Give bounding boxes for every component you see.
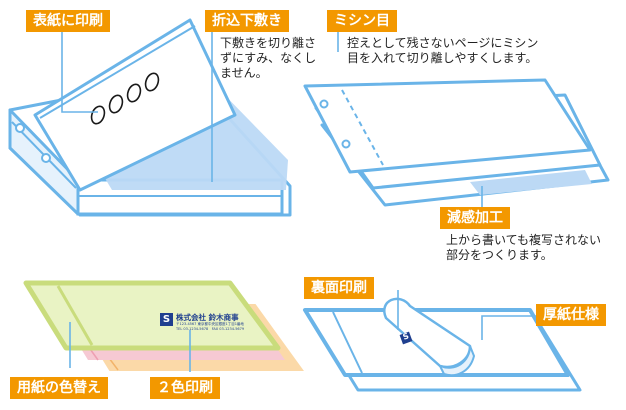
- cover-print-mark-3: [126, 83, 142, 103]
- paper-color-label: 用紙の色替え: [10, 377, 108, 399]
- sheet-hole-top: [319, 99, 329, 109]
- thick-paper-label: 厚紙仕様: [536, 304, 606, 326]
- reduced-sensitivity-description: 上から書いても複写されない 部分をつくります。: [446, 233, 602, 262]
- perforated-sheet: [303, 78, 592, 174]
- paper-color-illustration: [23, 280, 304, 371]
- back-print-logo-box: [399, 331, 413, 345]
- reduced-sensitivity-area: [470, 170, 592, 195]
- perforation-description: 控えとして残さないページにミシン 目を入れて切り離しやすくします。: [347, 36, 539, 65]
- reduced-sensitivity-label: 減感加工: [440, 207, 510, 229]
- stamp-address: 〒123-4567 東京都中央区銀座1丁目1番地: [176, 322, 244, 326]
- stamp-phone: TEL 03-1234-5678 FAX 03-1234-5679: [176, 327, 245, 331]
- perforation-illustration: [303, 78, 610, 207]
- perforation-label: ミシン目: [327, 10, 397, 32]
- folding-shitajiki-description: 下敷きを切り離さ ずにすみ、なくし ません。: [220, 36, 317, 80]
- binder-hole-top: [15, 123, 25, 133]
- binder-hole-bottom: [41, 153, 51, 163]
- cover-print-mark-2: [108, 94, 124, 114]
- stamp-logo-letter: S: [162, 314, 171, 325]
- two-color-print-label: ２色印刷: [150, 377, 220, 399]
- sheet-hole-bottom: [341, 139, 351, 149]
- back-print-label: 裏面印刷: [304, 277, 374, 299]
- stamp-company-name: 株式会社 鈴木商事: [176, 313, 239, 322]
- folding-shitajiki-label: 折込下敷き: [205, 10, 289, 32]
- callout-lines: [61, 30, 540, 372]
- cover-sheet: [33, 18, 237, 192]
- cover-print-mark-4: [144, 72, 160, 92]
- cover-print-mark-1: [90, 105, 106, 125]
- binder-illustration: [8, 18, 292, 217]
- yellow-sheet: [23, 280, 281, 351]
- cover-print-label: 表紙に印刷: [26, 10, 110, 32]
- stamp-logo-box: [160, 313, 173, 326]
- back-print-illustration: [303, 297, 582, 392]
- company-stamp: S 株式会社 鈴木商事 〒123-4567 東京都中央区銀座1丁目1番地 TEL…: [160, 311, 270, 341]
